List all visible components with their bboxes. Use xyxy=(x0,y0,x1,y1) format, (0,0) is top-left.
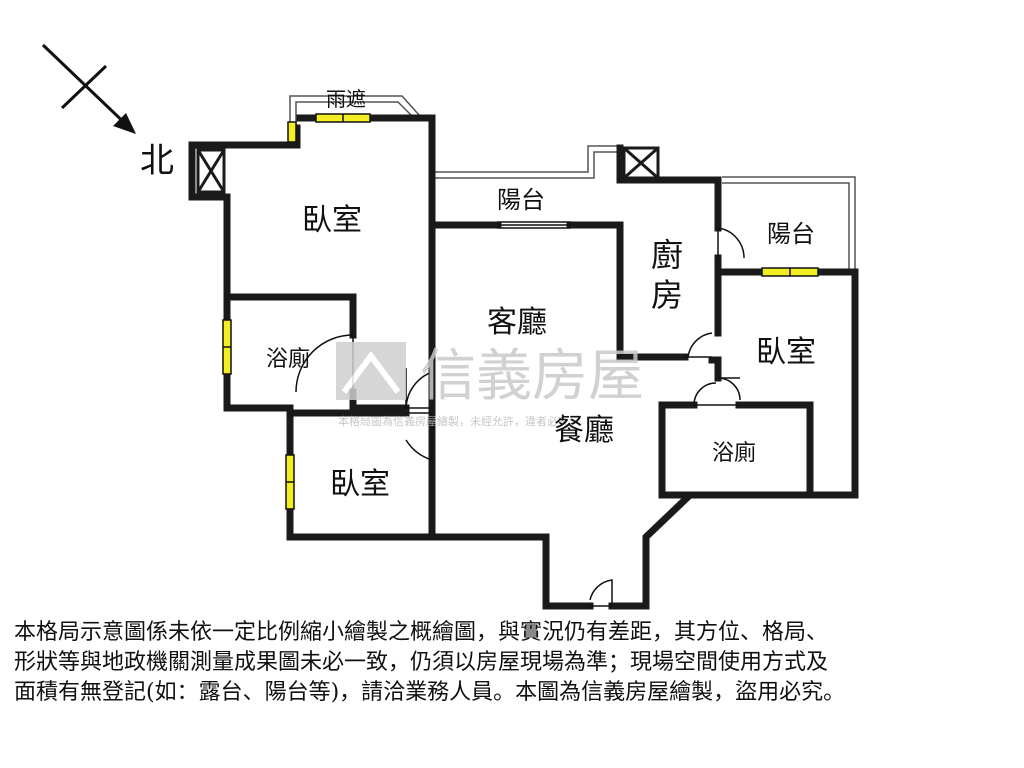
watermark: 信義房屋 本格局圖為信義房屋繪製，未經允許，違者必究 xyxy=(336,342,644,428)
thin-outlines xyxy=(289,95,856,272)
shaft-left xyxy=(196,148,226,194)
label-bedroom-main: 臥室 xyxy=(302,203,362,238)
label-bath-right: 浴廁 xyxy=(712,441,756,466)
watermark-brand: 信義房屋 xyxy=(420,344,644,409)
label-living-room: 客廳 xyxy=(487,305,547,340)
door-balcony-side xyxy=(717,227,745,259)
wall-left-outer xyxy=(188,114,436,541)
compass-arrow-head xyxy=(113,113,136,134)
shaft-right xyxy=(622,146,660,180)
north-label: 北 xyxy=(140,141,174,181)
disclaimer-line-1: 本格局示意圖係未依一定比例縮小繪製之概繪圖，與實況仍有差距，其方位、格局、 xyxy=(14,620,829,645)
door-bedroom-right xyxy=(717,377,741,401)
compass-arrow-shaft xyxy=(41,43,135,133)
door-bath-right xyxy=(693,382,739,406)
sliding-door-balcony xyxy=(497,221,571,229)
wall-entry-left xyxy=(428,533,594,610)
wall-right-outer xyxy=(806,268,859,499)
wall-bath-right xyxy=(658,401,814,499)
walls xyxy=(188,114,859,610)
label-bath-left: 浴廁 xyxy=(266,347,310,372)
label-balcony-front: 陽台 xyxy=(497,186,545,214)
balcony-side-outline-inner xyxy=(722,182,850,272)
balcony-front-outline-inner xyxy=(432,151,620,179)
shafts xyxy=(196,146,660,194)
wall-kitchen-left xyxy=(616,221,689,361)
windows xyxy=(222,113,819,510)
label-bedroom-right: 臥室 xyxy=(756,335,816,370)
label-canopy: 雨遮 xyxy=(326,87,366,111)
canopy-outline-outer xyxy=(289,95,421,128)
balcony-side-outline-outer xyxy=(722,176,856,272)
watermark-logo-roof xyxy=(341,351,401,394)
door-bedroom-main xyxy=(405,368,433,409)
door-bedroom-small xyxy=(405,412,433,462)
watermark-note: 本格局圖為信義房屋繪製，未經允許，違者必究 xyxy=(338,414,569,428)
label-bedroom-small: 臥室 xyxy=(330,467,390,502)
label-kitchen-bottom: 房 xyxy=(651,276,683,314)
label-balcony-side: 陽台 xyxy=(767,220,815,248)
label-dining-room: 餐廳 xyxy=(554,413,614,448)
door-kitchen xyxy=(685,332,713,358)
north-compass: 北 xyxy=(41,43,174,181)
shaft-left-diag-b xyxy=(196,149,226,193)
balcony-front-outline-outer xyxy=(432,145,620,173)
door-entry xyxy=(589,579,613,607)
label-kitchen-top: 廚 xyxy=(651,236,683,274)
shaft-right-diag-b xyxy=(623,146,659,180)
wall-bath-top xyxy=(223,293,357,339)
room-labels: 雨遮 臥室 陽台 廚 房 陽台 客廳 浴廁 臥室 餐廳 浴廁 臥室 xyxy=(266,87,816,502)
canopy-outline-inner xyxy=(295,101,415,128)
compass-crossbar xyxy=(60,64,108,110)
wall-entry-right xyxy=(608,401,699,610)
wall-kitchen-top xyxy=(616,144,722,232)
disclaimer-text: 本格局示意圖係未依一定比例縮小繪製之概繪圖，與實況仍有差距，其方位、格局、 形狀… xyxy=(14,618,1014,708)
disclaimer-line-2: 形狀等與地政機關測量成果圖未必一致，仍須以房屋現場為準；現場空間使用方式及 xyxy=(14,650,829,675)
window-corner xyxy=(287,121,297,143)
disclaimer-line-3: 面積有無登記(如：露台、陽台等)，請洽業務人員。本圖為信義房屋繪製，盜用必究。 xyxy=(14,680,846,705)
